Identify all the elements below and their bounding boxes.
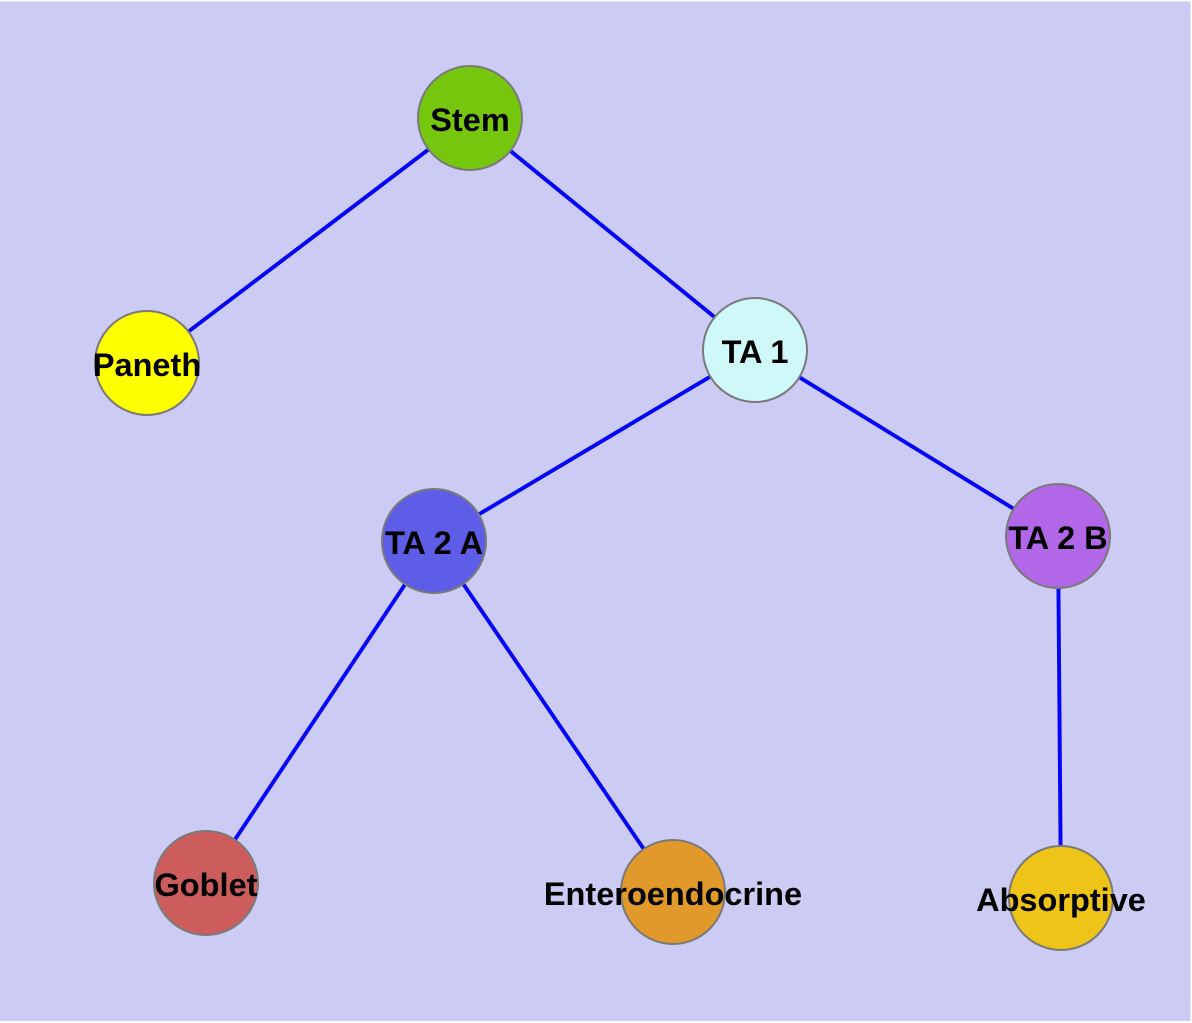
node-label-goblet: Goblet [155, 867, 258, 903]
edge-ta1-ta2a [433, 348, 756, 543]
node-ta2b: TA 2 B [1005, 483, 1111, 589]
node-label-ta1: TA 1 [722, 334, 789, 370]
edge-stem-ta1 [468, 116, 757, 352]
node-circle-enteroendocrine [620, 839, 726, 945]
node-ta2a: TA 2 A [381, 488, 487, 594]
node-goblet: Goblet [153, 830, 259, 936]
edge-stem-paneth [145, 116, 472, 365]
node-label-enteroendocrine: Enteroendocrine [544, 876, 802, 912]
node-circle-goblet [153, 830, 259, 936]
node-label-ta2a: TA 2 A [385, 525, 483, 561]
node-label-absorptive: Absorptive [976, 882, 1146, 918]
node-circle-paneth [94, 310, 200, 416]
node-circle-ta1 [702, 297, 808, 403]
node-absorptive: Absorptive [976, 845, 1146, 951]
edge-ta2b-absorptive [1056, 535, 1063, 899]
node-label-paneth: Paneth [93, 347, 201, 383]
node-label-stem: Stem [430, 102, 509, 138]
node-label-ta2b: TA 2 B [1008, 520, 1107, 556]
edge-ta2a-goblet [204, 539, 436, 885]
node-stem: Stem [417, 65, 523, 171]
edge-ta1-ta2b [753, 348, 1060, 538]
node-circle-ta2a [381, 488, 487, 594]
node-enteroendocrine: Enteroendocrine [544, 839, 802, 945]
node-ta1: TA 1 [702, 297, 808, 403]
node-paneth: Paneth [93, 310, 201, 416]
node-circle-absorptive [1008, 845, 1114, 951]
node-circle-stem [417, 65, 523, 171]
node-circle-ta2b [1005, 483, 1111, 589]
edges-layer [145, 116, 1063, 899]
edge-ta2a-enteroendocrine [432, 539, 675, 894]
